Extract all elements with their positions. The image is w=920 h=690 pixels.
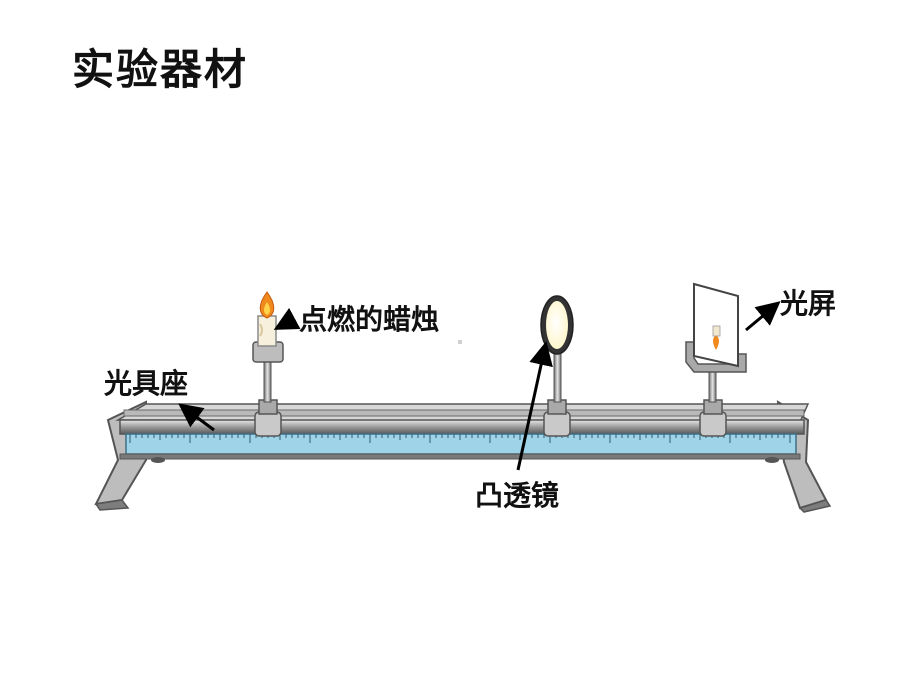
convex-lens-icon [540,295,574,355]
lens-holder [543,351,571,437]
candle-holder [252,341,284,437]
light-screen [693,282,739,368]
slide-title: 实验器材 [72,45,249,94]
candle-pointer-arrow [273,307,301,330]
candle-label: 点燃的蜡烛 [299,303,440,336]
lens-pointer-arrow [516,341,553,471]
inverted-image-icon [712,325,721,350]
screen-label: 光屏 [780,287,837,320]
candle-flame-icon [259,291,275,319]
candle [257,315,277,347]
bench-pointer-arrow [178,403,215,432]
bench-ruler-scale [119,433,801,463]
screen-pointer-arrow [745,301,781,332]
stray-dot [458,340,462,344]
bench-label: 光具座 [104,367,189,400]
lens-label: 凸透镜 [475,479,560,512]
